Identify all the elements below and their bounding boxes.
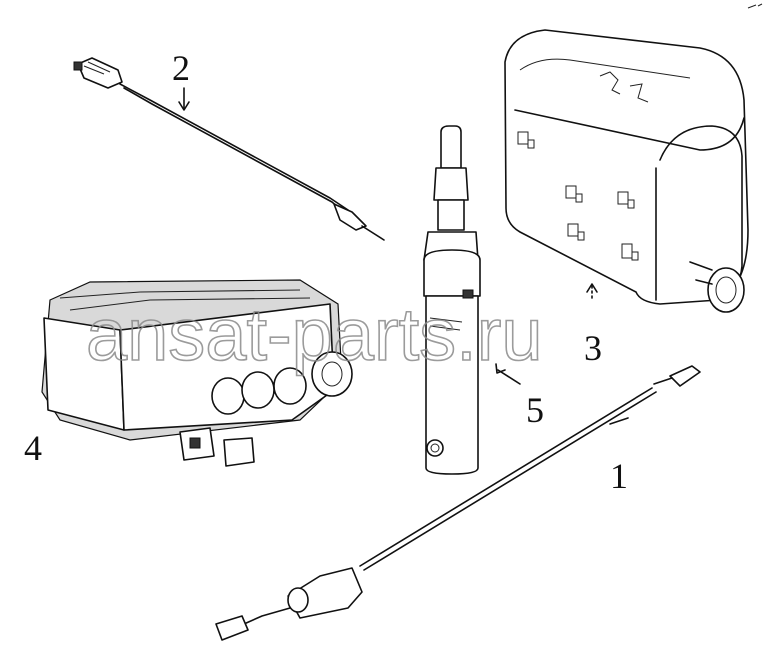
callout-4: 4 bbox=[24, 428, 42, 468]
part-4-valve-block bbox=[41, 279, 353, 467]
callout-3: 3 bbox=[584, 328, 602, 368]
part-5-cylinder bbox=[423, 125, 521, 475]
part-2-sensor-cable bbox=[73, 57, 385, 241]
callout-1: 1 bbox=[610, 456, 628, 496]
callout-2: 2 bbox=[172, 48, 190, 88]
part-3-reservoir-tank bbox=[504, 29, 749, 313]
corner-mark bbox=[747, 3, 763, 9]
callout-2-arrowhead bbox=[178, 101, 190, 111]
watermark-text: ansat-parts.ru bbox=[86, 293, 543, 376]
part-1-sensor-cable bbox=[215, 365, 701, 641]
callout-5: 5 bbox=[526, 390, 544, 430]
